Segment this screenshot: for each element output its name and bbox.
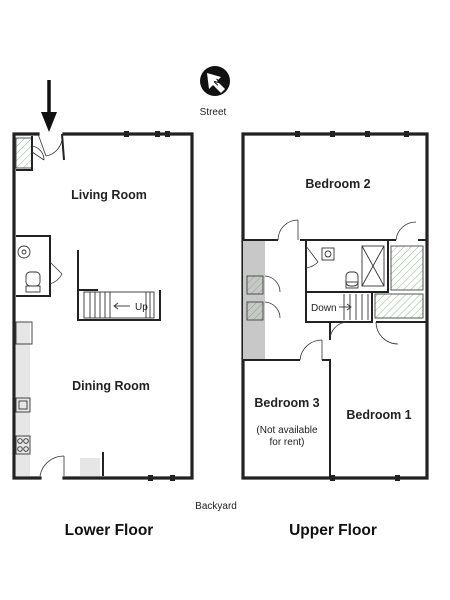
stair-treads [89,292,151,318]
upper-stair-label: Down [311,303,337,314]
bedroom-3-label: Bedroom 3 [254,396,319,410]
bedroom-3-note-line-1: (Not available [256,425,318,436]
lower-stair-label: Up [135,302,148,313]
upper-floor-title: Upper Floor [289,522,377,539]
entrance-arrow-icon [41,80,57,132]
living-room-label: Living Room [71,188,147,202]
lower-floor-title: Lower Floor [65,522,154,539]
compass-icon: N [200,66,230,96]
upper-floor-plan: Down Bedroom 2 Bedroom 3 (Not available … [241,131,429,481]
shower-icon [361,245,385,287]
street-label: Street [200,107,227,118]
stove-icon [15,435,31,455]
bedroom-1-label: Bedroom 1 [346,408,411,422]
bedroom-3-note-line-2: for rent) [269,437,304,448]
bedroom-2-label: Bedroom 2 [305,177,370,191]
compass-north-letter: N [212,77,223,88]
dining-room-label: Dining Room [72,379,150,393]
lower-floor-plan: Up Living Room Dining Room [12,131,194,481]
backyard-label: Backyard [195,501,237,512]
